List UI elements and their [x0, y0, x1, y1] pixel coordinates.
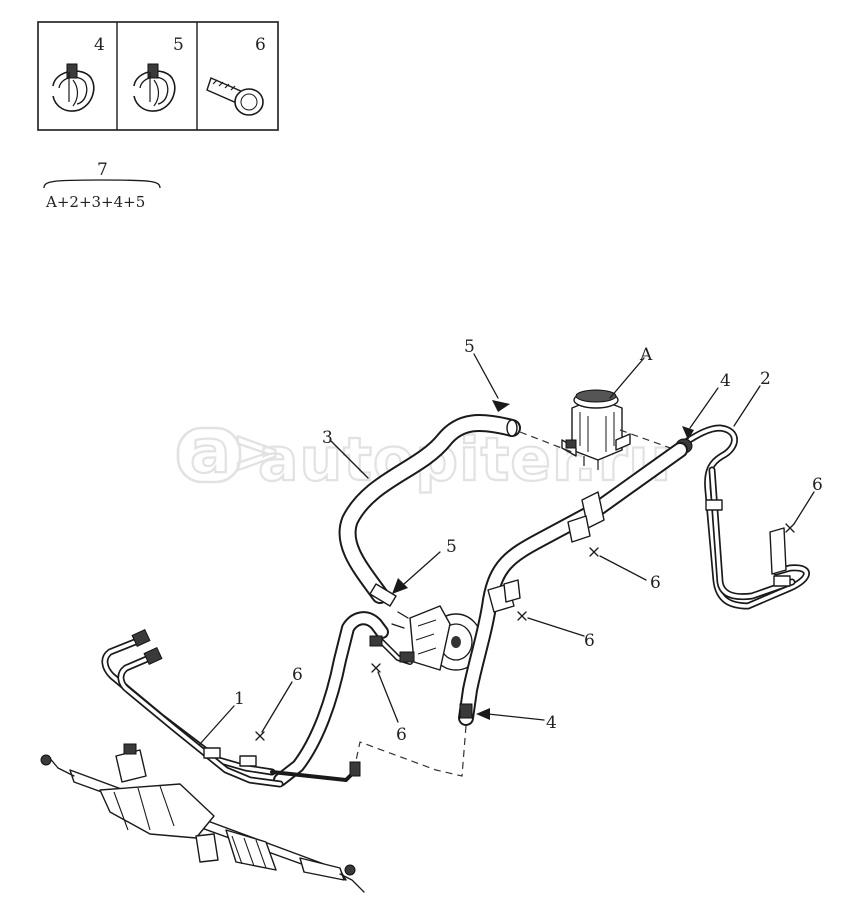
hose-part-3: [338, 414, 521, 607]
kit-cell-number: 6: [255, 35, 266, 55]
callout-label: 6: [584, 631, 595, 651]
connection-line: [353, 725, 467, 777]
leader-lines: [199, 353, 815, 745]
watermark-logo-icon: [176, 426, 242, 484]
connection-line: [519, 431, 573, 453]
callout-label: 6: [292, 665, 303, 685]
callout-label: 4: [720, 371, 731, 391]
hose-clamp-icon: [52, 63, 95, 112]
tie-rod-end-icon: [40, 754, 52, 766]
assembly-brace: [43, 179, 161, 189]
reservoir-part-a: [561, 389, 631, 470]
kit-table: 4 5 6: [37, 21, 279, 131]
callout-label: 6: [650, 573, 661, 593]
arrow-head-icon: [682, 426, 694, 440]
connection-line: [619, 429, 677, 451]
callout-label: 5: [464, 337, 475, 357]
arrow-head-icon: [476, 708, 490, 720]
arrow-head-icon: [492, 400, 510, 412]
callout-label: 6: [812, 475, 823, 495]
kit-cell-number: 5: [173, 35, 184, 55]
hose-part-4: [458, 442, 688, 726]
arrow-head-icon: [392, 578, 408, 594]
assembly-formula: A+2+3+4+5: [45, 193, 145, 211]
callout-label: 3: [322, 428, 333, 448]
fastener-marks: [255, 523, 795, 741]
assembly-note: 7 A+2+3+4+5: [43, 160, 161, 211]
callout-label: 1: [234, 689, 245, 709]
pressure-line-part-1: [101, 611, 415, 788]
pressure-line-part-2: [672, 424, 810, 610]
callout-label: 4: [546, 713, 557, 733]
callout-label: 5: [446, 537, 457, 557]
hose-clamp-icon: [133, 63, 176, 112]
svg-text:a>: a>: [190, 417, 283, 487]
callout-labels: 5 A 4 2 3 6 5 6 6 4 1 6 6: [234, 337, 823, 745]
kit-cell-number: 4: [94, 35, 105, 55]
callout-label: 2: [760, 369, 771, 389]
assembly-number: 7: [97, 160, 108, 180]
tie-rod-end-icon: [344, 864, 356, 876]
steering-rack: [40, 743, 365, 893]
callout-label: A: [639, 345, 653, 365]
bolt-icon: [206, 77, 264, 116]
watermark: a> autopiter.ru: [176, 416, 672, 496]
callout-label: 6: [396, 725, 407, 745]
